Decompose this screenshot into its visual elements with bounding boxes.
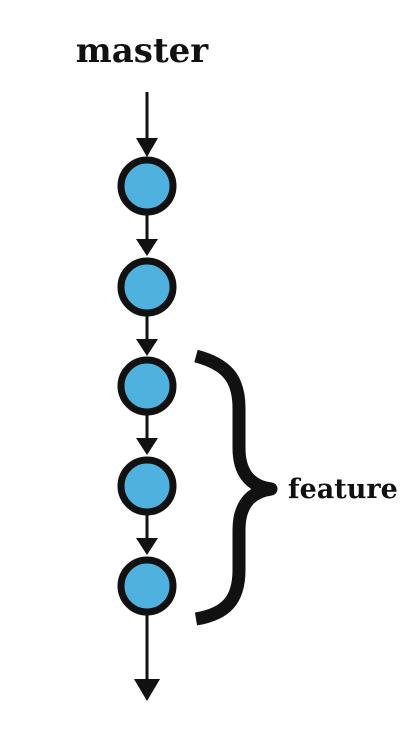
arrowhead-icon [136, 538, 158, 555]
arrowhead-icon [136, 339, 158, 356]
commit-node [117, 356, 177, 416]
arrowhead-icon [136, 138, 158, 157]
arrowhead-icon [136, 438, 158, 455]
commit-node [117, 556, 177, 616]
arrowhead-icon [134, 679, 160, 701]
master-label: master [76, 31, 209, 71]
commit-edges [134, 92, 160, 701]
feature-label: feature [288, 474, 398, 505]
commits [117, 156, 177, 616]
arrowhead-icon [136, 239, 158, 256]
commit-node [117, 156, 177, 216]
commit-node [117, 257, 177, 317]
feature-brace-icon [194, 349, 278, 626]
commit-node [117, 456, 177, 516]
